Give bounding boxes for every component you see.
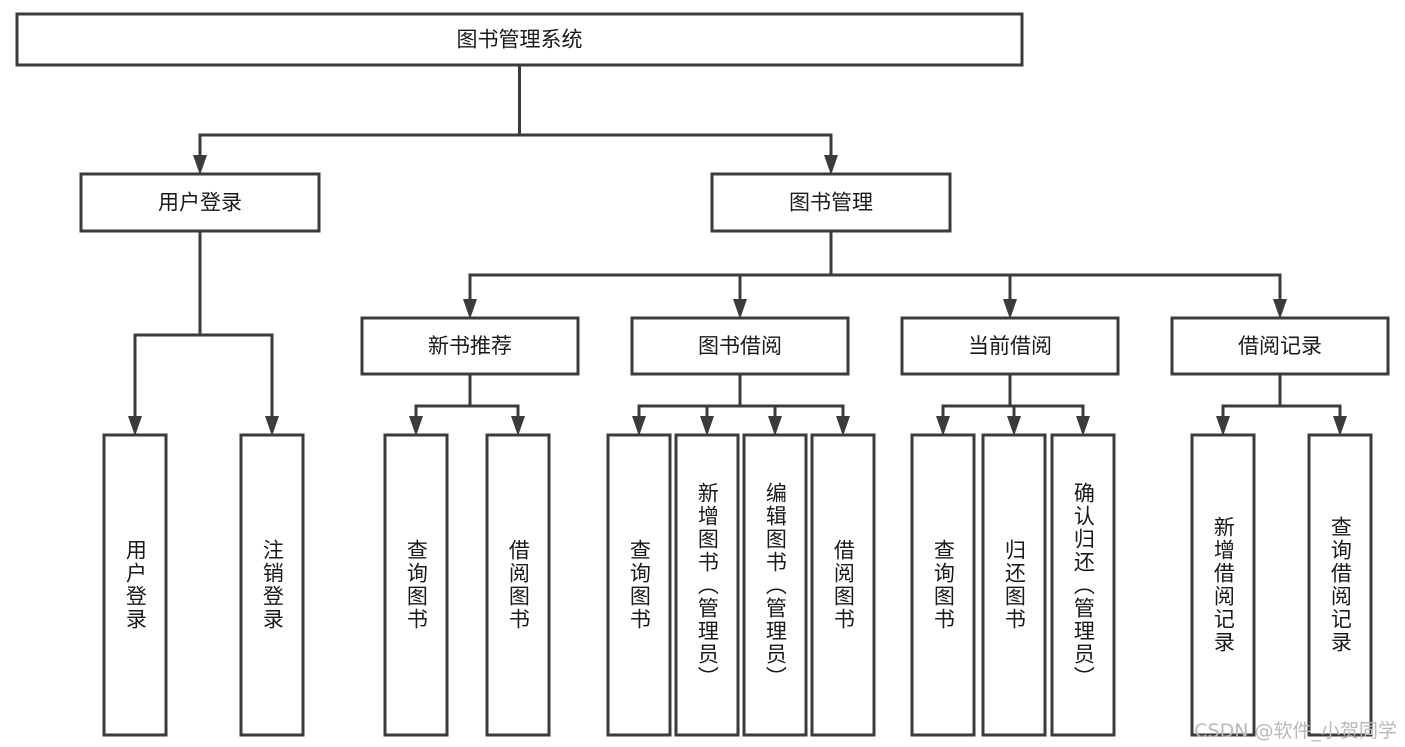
arrow-head-icon	[1007, 416, 1021, 436]
node-label-root: 图书管理系统	[457, 28, 583, 52]
node-label-leaf-query-book-rec: 查询图书	[404, 539, 429, 631]
node-box-layer	[15, 12, 1390, 737]
arrow-head-icon	[1273, 299, 1287, 319]
node-box-leaf-query-book-rec[interactable]	[383, 433, 449, 737]
arrow-head-icon	[193, 155, 207, 175]
arrow-head-icon	[836, 416, 850, 436]
csdn-watermark: CSDN @软件_小贺同学	[1194, 720, 1397, 742]
connector-root-to-tier2	[193, 63, 838, 175]
node-box-root[interactable]	[15, 12, 1024, 67]
node-label-leaf-logout: 注销登录	[260, 539, 285, 631]
node-box-leaf-add-record[interactable]	[1190, 433, 1256, 737]
node-box-leaf-return-book[interactable]	[981, 433, 1047, 737]
node-box-new-book-recommend[interactable]	[360, 316, 580, 376]
arrow-head-icon	[1216, 416, 1230, 436]
node-box-leaf-user-login[interactable]	[102, 433, 168, 737]
arrow-head-icon	[768, 416, 782, 436]
node-label-current-borrow: 当前借阅	[968, 334, 1052, 358]
node-label-leaf-edit-book: 编辑图书（管理员）	[763, 481, 788, 689]
node-label-leaf-query-record: 查询借阅记录	[1328, 516, 1353, 654]
node-box-leaf-query-book-borrow[interactable]	[606, 433, 672, 737]
arrow-head-icon	[128, 416, 142, 436]
arrow-head-icon	[1076, 416, 1090, 436]
node-label-leaf-borrow-book-rec: 借阅图书	[506, 539, 531, 631]
arrow-head-icon	[1333, 416, 1347, 436]
connector-borrow-to-leaves	[632, 372, 850, 436]
connector-current-to-leaves	[936, 372, 1090, 436]
node-box-leaf-logout[interactable]	[239, 433, 305, 737]
node-box-book-borrow[interactable]	[630, 316, 850, 376]
node-label-borrow-records: 借阅记录	[1238, 334, 1322, 358]
arrow-head-icon	[632, 416, 646, 436]
arrow-head-icon	[936, 416, 950, 436]
node-box-leaf-add-book[interactable]	[674, 433, 740, 737]
node-label-leaf-query-book-borrow: 查询图书	[627, 539, 652, 631]
connector-ul-to-leaves	[128, 229, 279, 436]
node-box-user-login[interactable]	[79, 172, 321, 233]
arrow-head-icon	[511, 416, 525, 436]
node-label-new-book-recommend: 新书推荐	[428, 334, 512, 358]
node-label-user-login: 用户登录	[158, 191, 242, 215]
node-box-book-management[interactable]	[710, 172, 952, 233]
node-label-leaf-query-book-current: 查询图书	[931, 539, 956, 631]
arrow-head-icon	[824, 155, 838, 175]
node-box-leaf-borrow-book-rec[interactable]	[485, 433, 551, 737]
arrow-head-icon	[409, 416, 423, 436]
node-box-leaf-borrow-book[interactable]	[810, 433, 876, 737]
node-box-leaf-confirm-return[interactable]	[1050, 433, 1116, 737]
node-box-borrow-records[interactable]	[1170, 316, 1390, 376]
node-box-leaf-query-record[interactable]	[1307, 433, 1373, 737]
node-box-current-borrow[interactable]	[900, 316, 1120, 376]
connector-layer	[128, 63, 1347, 436]
node-label-leaf-confirm-return: 确认归还（管理员）	[1071, 481, 1096, 689]
node-label-leaf-add-book: 新增图书（管理员）	[695, 481, 720, 689]
connector-rec-to-leaves	[409, 372, 525, 436]
arrow-head-icon	[1003, 299, 1017, 319]
connector-records-to-leaves	[1216, 372, 1347, 436]
arrow-head-icon	[265, 416, 279, 436]
node-label-leaf-borrow-book: 借阅图书	[831, 539, 856, 631]
arrow-head-icon	[700, 416, 714, 436]
node-label-book-borrow: 图书借阅	[698, 334, 782, 358]
node-label-leaf-user-login: 用户登录	[123, 539, 148, 631]
connector-bm-to-tier3	[463, 229, 1287, 319]
node-box-leaf-query-book-current[interactable]	[910, 433, 976, 737]
arrow-head-icon	[463, 299, 477, 319]
node-label-leaf-return-book: 归还图书	[1002, 539, 1027, 631]
node-label-leaf-add-record: 新增借阅记录	[1211, 516, 1236, 654]
arrow-head-icon	[733, 299, 747, 319]
node-box-leaf-edit-book[interactable]	[742, 433, 808, 737]
node-label-book-management: 图书管理	[789, 191, 873, 215]
